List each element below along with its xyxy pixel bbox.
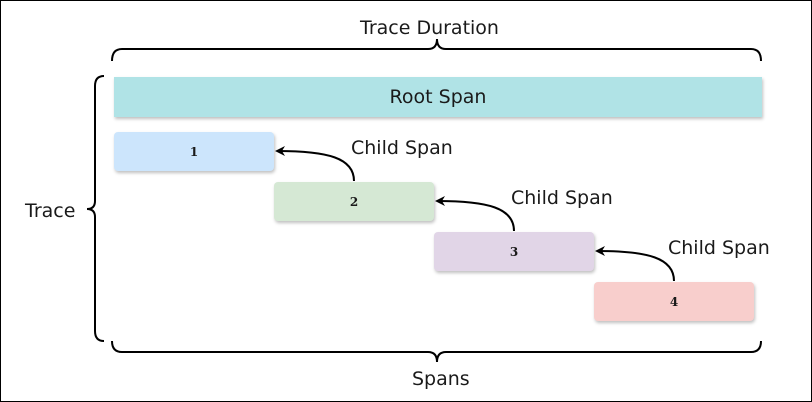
spans-label: Spans [412,368,470,390]
root-span-label: Root Span [389,86,487,108]
child-span-label-3: Child Span [668,237,770,259]
spans-brace [111,340,762,363]
span-4-label: 4 [669,294,679,309]
trace-label: Trace [25,200,76,222]
trace-brace [86,75,105,342]
span-3-label: 3 [509,244,519,259]
trace-duration-brace [111,38,762,62]
child-arrow-3-to-2 [435,196,515,232]
span-1-label: 1 [189,144,199,159]
child-span-label-1: Child Span [351,137,453,159]
span-3: 3 [434,232,594,271]
span-2: 2 [274,182,434,221]
root-span: Root Span [114,77,762,117]
span-2-label: 2 [349,194,359,209]
trace-duration-label: Trace Duration [360,17,499,39]
span-4: 4 [594,282,754,321]
child-arrow-2-to-1 [275,146,355,182]
child-span-label-2: Child Span [511,187,613,209]
span-1: 1 [114,132,274,171]
child-arrow-4-to-3 [595,246,675,282]
